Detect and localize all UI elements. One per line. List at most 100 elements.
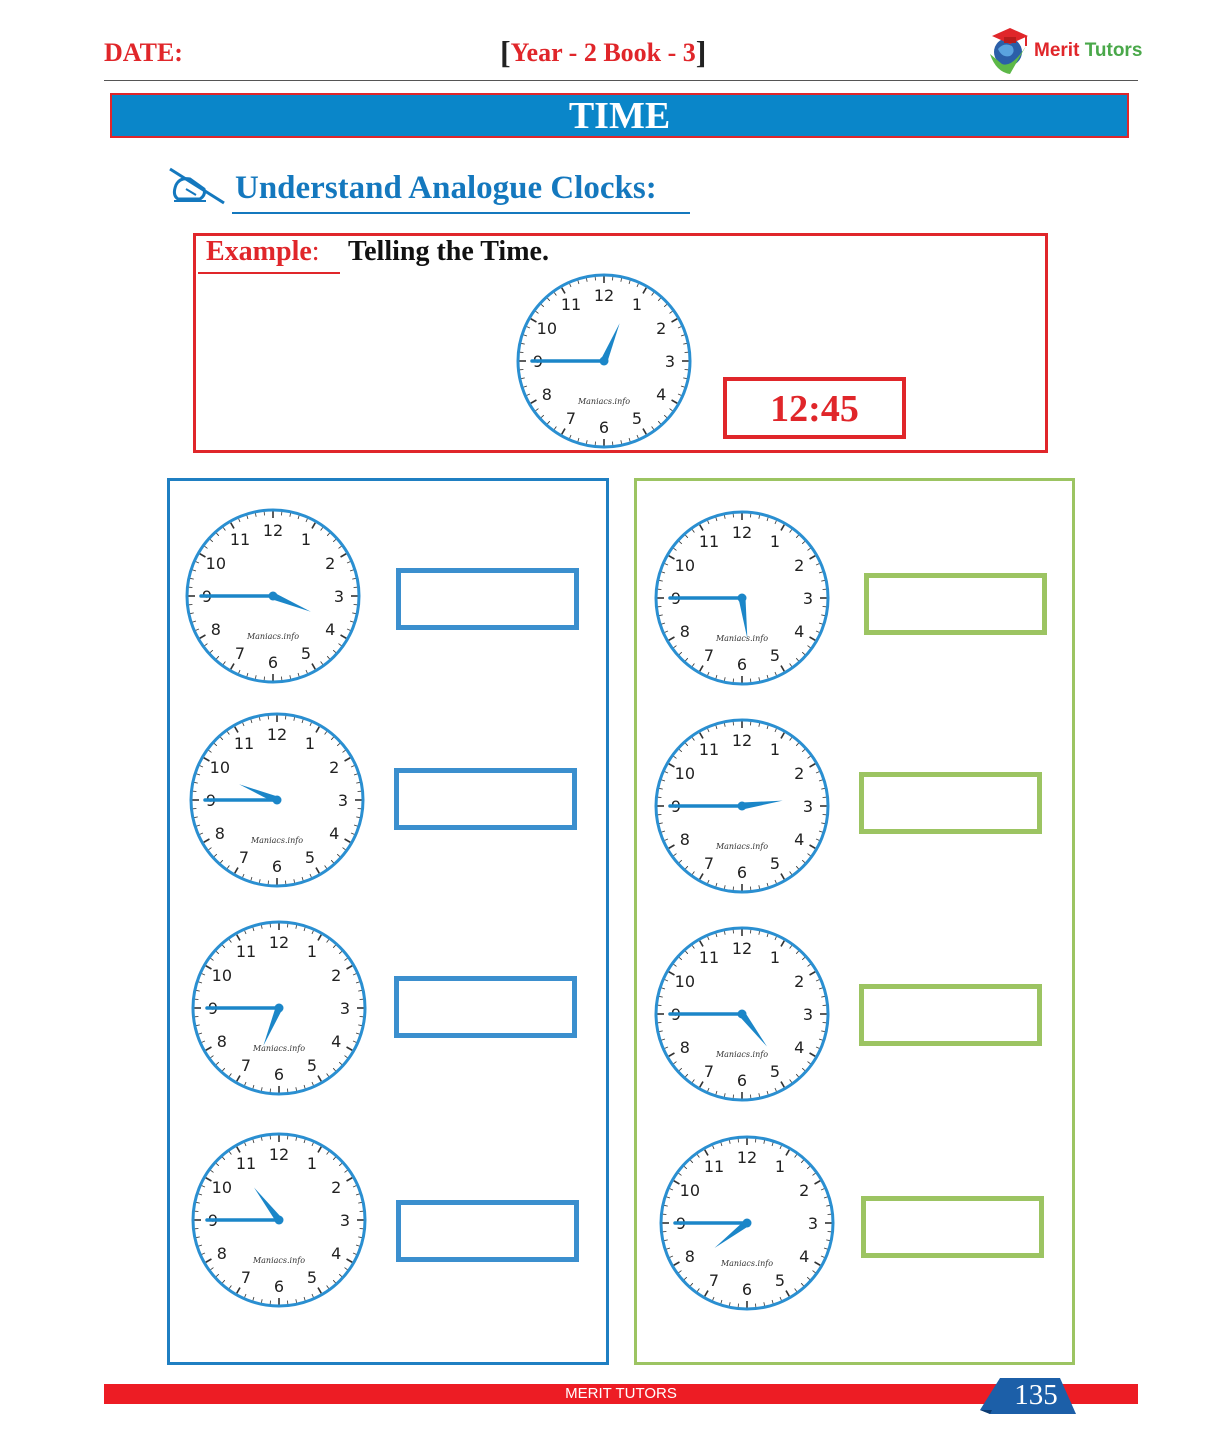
answer-input-box[interactable] [859,984,1042,1046]
clock-tick [535,408,539,411]
clock-tick [204,643,208,646]
exercise-clock: 121234567891011Maniacs.info [652,924,832,1104]
clock-tick [809,971,816,976]
clock-number: 6 [274,1277,284,1296]
clock-tick [220,859,224,864]
clock-tick [350,832,355,835]
clock-number: 1 [307,1154,317,1173]
clock-number: 11 [699,740,719,759]
clock-tick [659,614,663,616]
clock-tick [535,311,539,314]
clock-number: 11 [699,948,719,967]
clock-tick [821,1030,825,1032]
clock-tick [707,879,710,884]
clock-tick [664,1046,669,1049]
clock-tick [794,1154,797,1158]
clock-number: 3 [338,791,348,810]
answer-input-box[interactable] [396,568,579,630]
clock-tick [812,1270,816,1273]
clock-tick [807,853,811,856]
clock-face: 121234567891011Maniacs.info [654,510,830,686]
answer-input-box[interactable] [394,768,577,830]
clock-tick [801,1067,806,1071]
clock-tick [236,1146,241,1153]
clock-tick [344,958,348,961]
clock-tick [526,326,531,329]
clock-tick [305,518,308,523]
clock-tick [252,1296,255,1301]
clock-tick [661,622,666,625]
answer-input-box[interactable] [394,976,577,1038]
clock-tick [758,1093,760,1097]
answer-input-box[interactable] [864,573,1047,635]
clock-number: 11 [230,530,250,549]
clock-tick [355,981,360,984]
answer-input-box[interactable] [861,1196,1044,1258]
clock-center-pin [742,1218,752,1228]
clock-number: 2 [331,966,341,985]
clock-tick [561,287,566,294]
clock-number: 2 [331,1178,341,1197]
clock-number: 8 [211,620,221,639]
clock-number: 8 [217,1244,227,1263]
clock-tick [336,743,341,747]
clock-tick [309,873,312,878]
clock-tick [678,957,683,961]
clock-tick [352,1185,357,1188]
clock-tick [198,981,203,984]
clock-tick [196,1024,200,1026]
clock-tick [261,1299,263,1303]
clock-tick [338,1061,343,1065]
clock-tick [659,788,663,790]
clock-number: 2 [329,758,339,777]
clock-tick [685,950,689,955]
clock-tick [814,1180,821,1185]
clock-number: 6 [737,655,747,674]
hour-hand [271,592,311,612]
clock-tick [350,765,355,768]
clock-tick [707,936,710,941]
clock-tick [311,930,314,935]
clock-number: 3 [334,587,344,606]
clock-tick [809,763,816,768]
clock-tick [642,287,647,294]
clock-tick [815,838,820,841]
clock-tick [342,750,346,753]
clock-tick [809,844,816,849]
clock-number: 2 [799,1181,809,1200]
clock-tick [309,722,312,727]
clock-tick [780,665,785,672]
clock-number: 4 [799,1247,809,1266]
clock-tick [216,532,220,537]
answer-input-box[interactable] [859,772,1042,834]
clock-number: 10 [675,764,695,783]
clock-tick [678,1270,682,1273]
clock-tick [815,563,820,566]
clock-tick [690,1282,694,1287]
merit-tutors-logo: Merit Tutors [982,24,1142,80]
exercise-clock: 121234567891011Maniacs.info [189,1130,369,1310]
clock-tick [586,278,588,282]
clock-number: 10 [675,972,695,991]
clock-tick [205,1258,212,1263]
clock-tick [222,1067,226,1072]
clock-tick [358,1236,362,1238]
clock-tick [673,1261,680,1266]
clock-tick [779,1296,782,1301]
clock-tick [344,1170,348,1173]
clock-tick [577,437,580,442]
clock-tick [311,522,316,529]
clock-number: 7 [241,1268,251,1287]
clock-tick [246,515,249,520]
clock-number: 1 [770,740,780,759]
clock-tick [685,1073,689,1078]
clock-tick [215,1163,220,1167]
clock-number: 8 [215,824,225,843]
answer-input-box[interactable] [396,1200,579,1262]
clock-tick [704,1149,709,1156]
clock-tick [620,278,622,282]
clock-tick [303,1296,306,1301]
pencil-writing-icon [169,167,225,205]
clock-tick [215,951,220,955]
logo-word-tutors: Tutors [1084,40,1143,61]
